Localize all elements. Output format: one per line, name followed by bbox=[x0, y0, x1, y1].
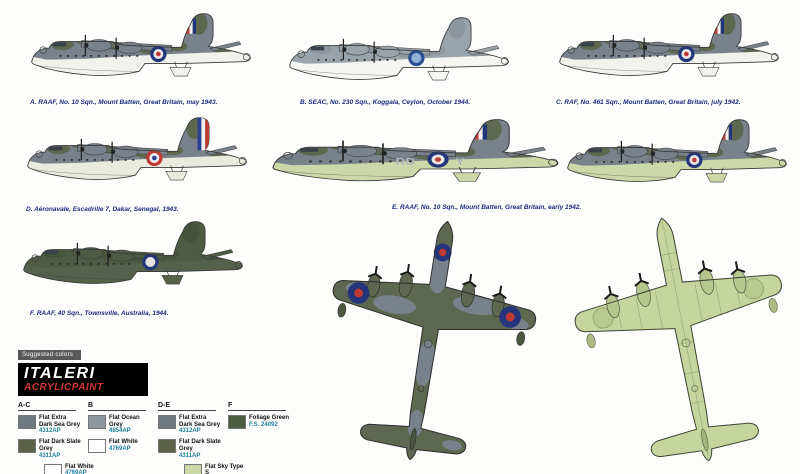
paint-swatch bbox=[184, 463, 202, 474]
paint-name: Flat Ocean Grey bbox=[109, 415, 140, 428]
paint-entry: Foliage Green F.S. 24092 bbox=[228, 415, 298, 429]
caption-scheme-b: B. SEAC, No. 230 Sqn., Koggala, Ceylon, … bbox=[300, 99, 471, 106]
french-rudder-tricolor bbox=[197, 117, 210, 151]
paint-column-header: A-C bbox=[18, 402, 76, 411]
fuselage-code-left: RD bbox=[396, 156, 416, 168]
paint-name: Flat Dark Slate Grey bbox=[39, 439, 81, 452]
paint-entry: Flat Dark Slate Grey 4311AP bbox=[18, 439, 88, 459]
paint-name: Foliage Green bbox=[249, 415, 290, 421]
paint-entry: Flat Extra Dark Sea Grey 4312AP bbox=[158, 415, 228, 435]
top-view-camouflage bbox=[300, 200, 558, 474]
paint-entry: Flat Dark Slate Grey 4311AP bbox=[158, 439, 228, 459]
paint-swatch bbox=[158, 415, 176, 429]
paint-column-d-e: D-E Flat Extra Dark Sea Grey 4312AP Flat… bbox=[158, 402, 243, 474]
paint-column-a-c: A-C Flat Extra Dark Sea Grey 4312AP Flat… bbox=[18, 402, 94, 474]
fuselage-code-right: Y bbox=[456, 156, 465, 168]
caption-scheme-c: C. RAF, No. 461 Sqn., Mount Batten, Grea… bbox=[556, 99, 741, 106]
paint-name: Flat White bbox=[109, 439, 138, 446]
paint-code: 4854AP bbox=[109, 428, 131, 435]
brand-name: ITALERI bbox=[24, 365, 96, 382]
brand-product-line: ACRYLICPAINT bbox=[24, 382, 104, 393]
profile-b-illustration bbox=[282, 10, 520, 106]
profile-a-illustration bbox=[24, 6, 262, 102]
caption-scheme-a: A. RAAF, No. 10 Sqn., Mount Batten, Grea… bbox=[30, 99, 218, 106]
propellers bbox=[603, 260, 746, 300]
paint-code: 4312AP bbox=[39, 428, 61, 435]
paint-swatch bbox=[88, 415, 106, 429]
paint-column-header: D-E bbox=[158, 402, 216, 411]
paint-swatch bbox=[18, 415, 36, 429]
profile-e-illustration: RD Y bbox=[268, 112, 568, 207]
suggested-colors-label: Suggested colors bbox=[18, 350, 82, 360]
caption-scheme-e: E. RAAF, No. 10 Sqn., Mount Batten, Grea… bbox=[392, 204, 582, 211]
paint-swatch bbox=[228, 415, 246, 429]
caption-scheme-d: D. Aéronavale, Escadrille 7, Dakar, Sene… bbox=[26, 206, 179, 213]
paint-swatch bbox=[18, 439, 36, 454]
paint-code: 4311AP bbox=[179, 452, 201, 459]
paint-code: F.S. 24092 bbox=[249, 421, 278, 428]
paint-entry: Flat White 4769AP bbox=[88, 439, 158, 454]
paint-name: Flat Extra Dark Sea Grey bbox=[179, 415, 221, 428]
paint-name: Flat Sky Type S bbox=[205, 463, 244, 474]
paint-code: 4769AP bbox=[65, 470, 87, 474]
paint-entry: Flat Sky Type S 4850AP bbox=[184, 463, 243, 474]
paint-code: 4769AP bbox=[109, 445, 131, 452]
paint-entry: Flat White 4769AP bbox=[44, 463, 94, 474]
paint-name: Flat White bbox=[65, 463, 94, 470]
propellers bbox=[367, 263, 507, 300]
paint-name: Flat Extra Dark Sea Grey bbox=[39, 415, 81, 428]
profile-c-illustration bbox=[552, 6, 790, 102]
paint-column-f: F Foliage Green F.S. 24092 bbox=[228, 402, 298, 474]
profile-f-illustration bbox=[16, 214, 254, 310]
brand-logo: ITALERI ACRYLICPAINT bbox=[18, 363, 148, 396]
paint-swatch bbox=[44, 463, 62, 474]
paint-chart: Suggested colors ITALERI ACRYLICPAINT A-… bbox=[18, 343, 303, 474]
paint-column-header: B bbox=[88, 402, 146, 411]
paint-swatch bbox=[88, 439, 106, 454]
paint-swatch bbox=[158, 439, 176, 454]
top-view-foliage-green bbox=[550, 193, 800, 474]
caption-scheme-f: F. RAAF, 40 Sqn., Townsville, Australia,… bbox=[30, 310, 169, 317]
paint-code: 4312AP bbox=[179, 428, 201, 435]
paint-name: Flat Dark Slate Grey bbox=[179, 439, 221, 452]
paint-code: 4311AP bbox=[39, 452, 61, 459]
paint-entry: Flat Ocean Grey 4854AP bbox=[88, 415, 158, 435]
profile-d-illustration bbox=[20, 110, 258, 206]
paint-entry: Flat Extra Dark Sea Grey 4312AP bbox=[18, 415, 88, 435]
paint-column-header: F bbox=[228, 402, 286, 411]
paint-column-b: B Flat Ocean Grey 4854AP Flat White 4769… bbox=[88, 402, 158, 474]
